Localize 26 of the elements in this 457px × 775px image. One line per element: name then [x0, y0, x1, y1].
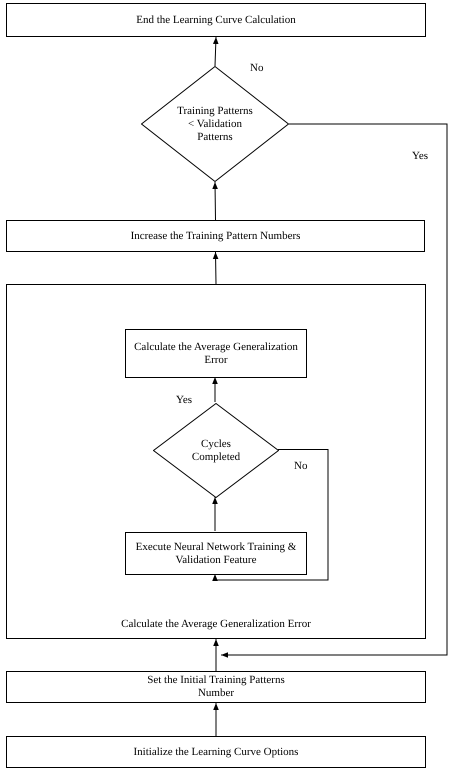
process-box [125, 329, 307, 378]
box-text: End the Learning Curve Calculation [136, 14, 296, 26]
box-text: Increase the Training Pattern Numbers [130, 230, 300, 242]
box-text: Execute Neural Network Training & Validation Feature [134, 540, 298, 566]
decision-diamond [153, 403, 279, 498]
process-box [6, 220, 425, 252]
decision-text: Cycles Completed [190, 438, 242, 464]
arrow [212, 376, 218, 402]
arrow [220, 124, 448, 658]
arrow [212, 496, 218, 532]
box-text: Initialize the Learning Curve Options [134, 746, 298, 758]
box-text: Calculate the Average Generalization Error [121, 618, 311, 631]
arrow [212, 36, 219, 66]
arrow [213, 702, 219, 736]
box-text: Calculate the Average Generalization Error [133, 340, 299, 366]
arrow [212, 449, 328, 581]
process-box [125, 532, 307, 575]
process-box [6, 3, 426, 37]
box-text: Set the Initial Training Patterns Number [146, 674, 286, 700]
group-box [6, 284, 426, 639]
process-box [6, 671, 426, 703]
arrow [212, 252, 218, 284]
decision-text: Training Patterns < Validation Patterns [176, 104, 254, 144]
arrow [212, 182, 218, 220]
arrow [213, 638, 219, 672]
process-box [6, 736, 426, 768]
